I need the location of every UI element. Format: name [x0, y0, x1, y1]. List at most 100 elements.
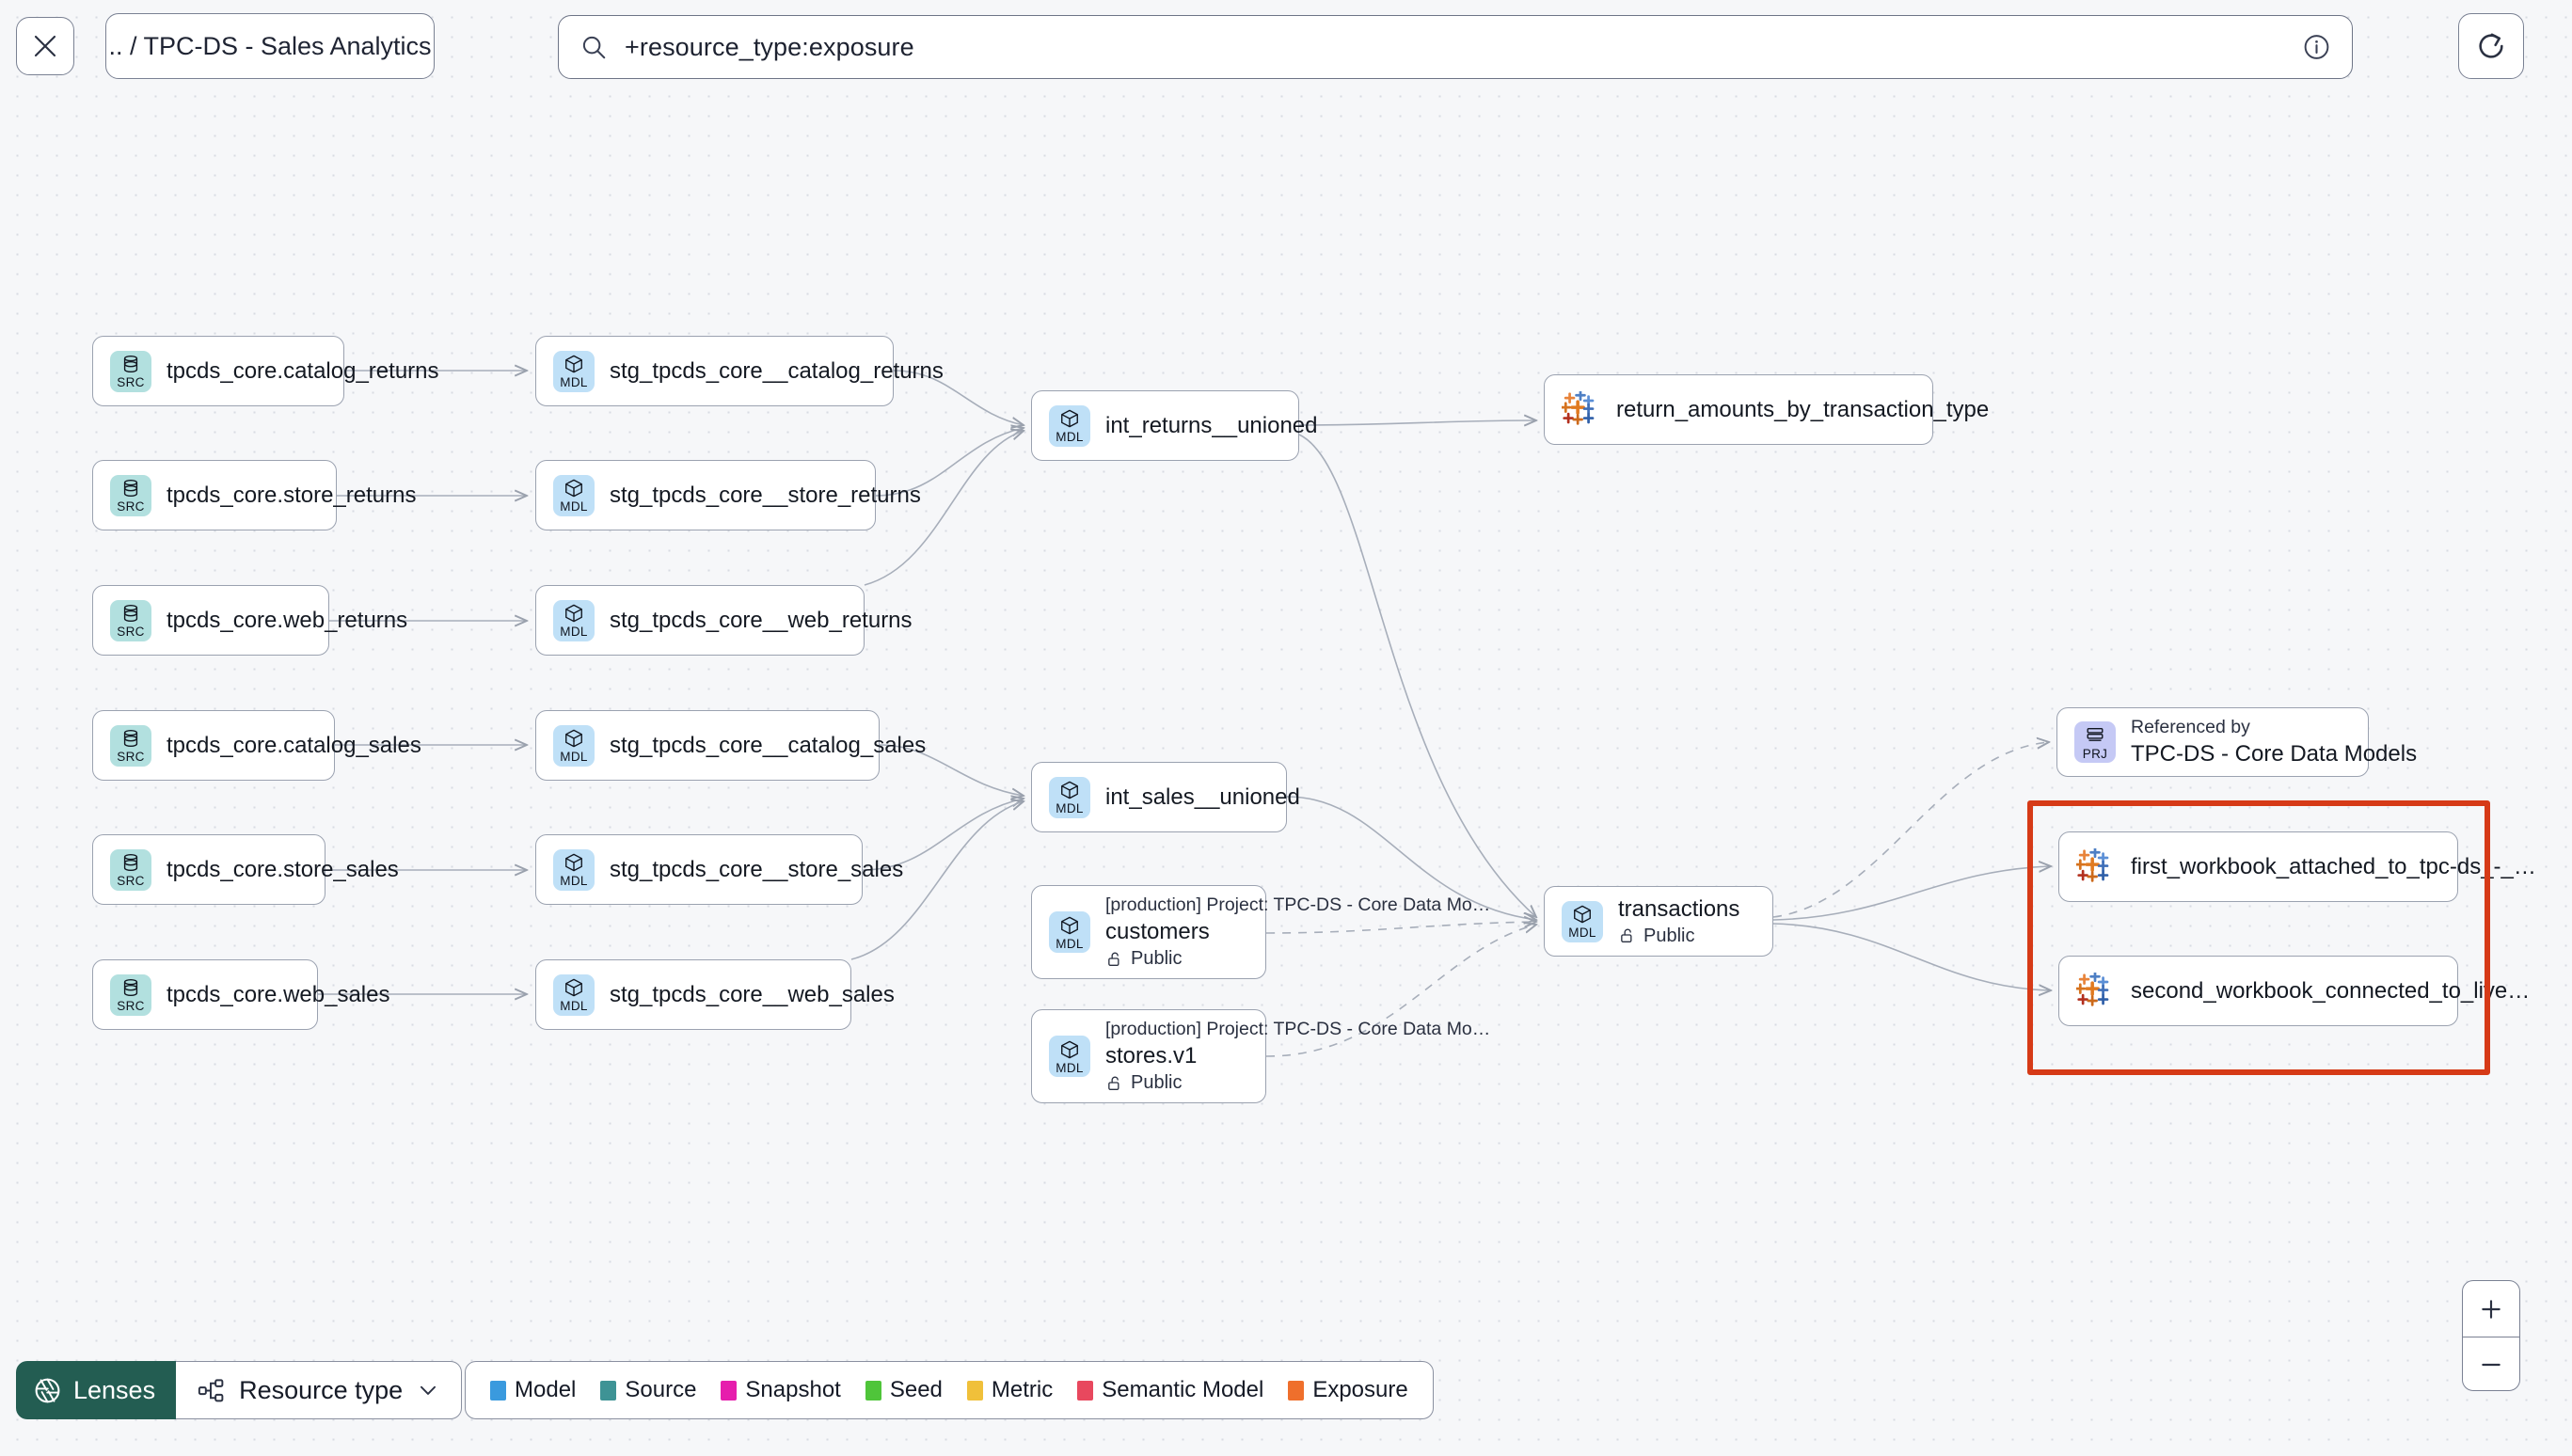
legend-item-metric[interactable]: Metric: [966, 1377, 1054, 1403]
cube-icon: [1059, 915, 1080, 936]
breadcrumb[interactable]: .. / TPC-DS - Sales Analytics: [105, 13, 435, 79]
refresh-button[interactable]: [2458, 13, 2524, 79]
node-detail-stack: [production] Project: TPC-DS - Core Data…: [1105, 1019, 1490, 1094]
mdl-badge: MDL: [553, 973, 595, 1016]
graph-node-mdl-int-sales-unioned[interactable]: MDL int_sales__unioned: [1031, 762, 1300, 832]
zoom-controls: [2462, 1280, 2520, 1391]
node-label: tpcds_core.web_sales: [167, 981, 390, 1007]
node-visibility: Public: [1105, 1072, 1490, 1094]
src-badge: SRC: [110, 724, 151, 767]
prj-badge: PRJ: [2074, 721, 2116, 763]
node-label: stg_tpcds_core__catalog_sales: [610, 732, 927, 758]
lenses-button[interactable]: Lenses: [16, 1361, 177, 1419]
node-project-path: [production] Project: TPC-DS - Core Data…: [1105, 1019, 1491, 1039]
legend-label: Metric: [991, 1377, 1054, 1402]
node-label: tpcds_core.store_sales: [167, 856, 399, 882]
legend-item-source[interactable]: Source: [600, 1377, 696, 1403]
graph-node-mdl-stores-v1[interactable]: MDL[production] Project: TPC-DS - Core D…: [1031, 1009, 1490, 1103]
info-circle-icon[interactable]: [2302, 33, 2331, 62]
lens-toolbar: Lenses Resource type: [16, 1361, 463, 1419]
close-button[interactable]: [16, 17, 74, 75]
node-label: int_returns__unioned: [1105, 412, 1318, 438]
cube-icon: [1059, 1039, 1080, 1060]
database-icon: [120, 728, 141, 749]
graph-node-mdl-stg-store-sales[interactable]: MDL stg_tpcds_core__store_sales: [535, 834, 903, 905]
legend-label: Source: [625, 1377, 697, 1402]
legend-swatch: [721, 1380, 738, 1401]
mdl-badge: MDL: [1562, 900, 1603, 942]
search-query-value: +resource_type:exposure: [625, 32, 914, 61]
close-icon: [34, 35, 56, 57]
cube-icon: [564, 603, 584, 624]
node-label: tpcds_core.store_returns: [167, 482, 417, 508]
selection-highlight: [2027, 800, 2490, 1075]
legend-label: Snapshot: [745, 1377, 841, 1402]
cube-icon: [1059, 408, 1080, 429]
node-label: first_workbook_attached_to_tpc-ds_-_…: [2131, 853, 2536, 879]
lock-open-icon: [1108, 1076, 1119, 1090]
resource-type-label: Resource type: [239, 1375, 404, 1404]
graph-node-expo-second-workbook[interactable]: second_workbook_connected_to_live…: [2058, 956, 2530, 1026]
search-icon: [582, 36, 606, 59]
zoom-out-button[interactable]: [2463, 1337, 2519, 1390]
graph-node-expo-first-workbook[interactable]: first_workbook_attached_to_tpc-ds_-_…: [2058, 831, 2536, 902]
legend-label: Semantic Model: [1102, 1377, 1264, 1402]
database-icon: [120, 478, 141, 499]
legend-label: Seed: [889, 1377, 943, 1402]
database-icon: [120, 852, 141, 873]
node-project-path: [production] Project: TPC-DS - Core Data…: [1105, 894, 1491, 915]
node-label: stg_tpcds_core__store_sales: [610, 856, 904, 882]
legend-item-semantic-model[interactable]: Semantic Model: [1077, 1377, 1263, 1403]
mdl-badge: MDL: [1049, 776, 1090, 818]
resource-type-dropdown[interactable]: Resource type: [176, 1361, 463, 1419]
exposure-icon: [1560, 389, 1599, 429]
src-badge: SRC: [110, 599, 151, 641]
cube-icon: [564, 478, 584, 499]
exposure-icon: [2074, 847, 2114, 886]
lock-open-icon: [1108, 952, 1119, 966]
legend-label: Model: [515, 1377, 577, 1402]
legend-item-model[interactable]: Model: [490, 1377, 576, 1403]
zoom-in-button[interactable]: [2463, 1281, 2519, 1337]
graph-node-expo-return-amounts[interactable]: return_amounts_by_transaction_type: [1544, 374, 1989, 445]
node-label: second_workbook_connected_to_live…: [2131, 977, 2531, 1004]
nodes-icon: [198, 1378, 224, 1401]
mdl-badge: MDL: [1049, 911, 1090, 953]
cube-icon: [1059, 780, 1080, 800]
mdl-badge: MDL: [1049, 404, 1090, 447]
search-input[interactable]: +resource_type:exposure: [558, 15, 2353, 79]
node-detail-stack: [production] Project: TPC-DS - Core Data…: [1105, 894, 1490, 970]
legend-item-snapshot[interactable]: Snapshot: [721, 1377, 841, 1403]
database-icon: [120, 977, 141, 998]
node-name: TPC-DS - Core Data Models: [2131, 741, 2418, 767]
cube-icon: [564, 728, 584, 749]
mdl-badge: MDL: [553, 350, 595, 392]
legend-item-exposure[interactable]: Exposure: [1288, 1377, 1408, 1403]
graph-node-mdl-customers[interactable]: MDL [production] Project: TPC-DS - Core D…: [1031, 885, 1490, 979]
mdl-badge: MDL: [553, 599, 595, 641]
mdl-badge: MDL: [553, 848, 595, 891]
node-label: return_amounts_by_transaction_type: [1616, 396, 1990, 422]
cube-icon: [1572, 904, 1593, 925]
database-icon: [120, 603, 141, 624]
graph-node-mdl-int-returns-unioned[interactable]: MDL int_returns__unioned: [1031, 390, 1318, 461]
legend-item-seed[interactable]: Seed: [865, 1377, 943, 1403]
node-label: int_sales__unioned: [1105, 783, 1300, 810]
